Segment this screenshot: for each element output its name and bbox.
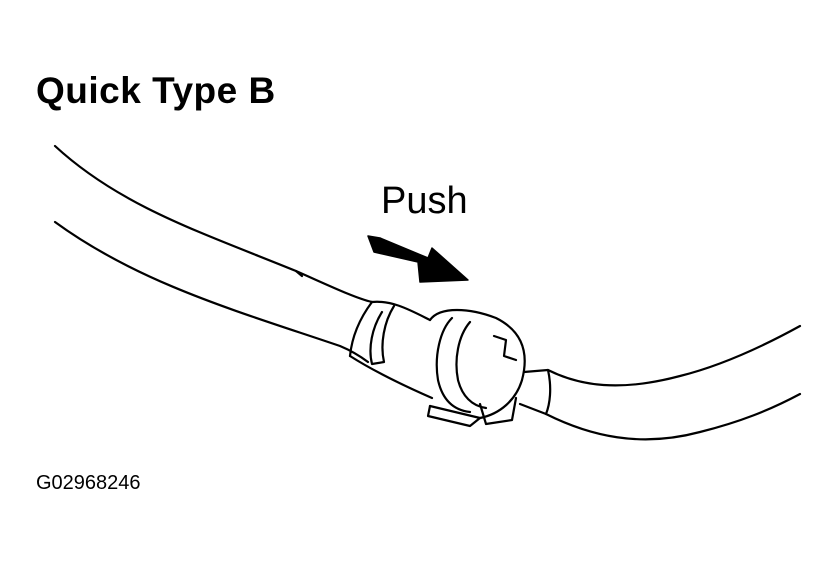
pipe-stub: [348, 300, 434, 400]
connector-body: [428, 309, 526, 420]
left-hose-bottom-edge: [53, 220, 370, 364]
hose-end-collar: [294, 269, 374, 358]
connector-latch: [426, 404, 482, 428]
left-hose-top-edge: [53, 144, 374, 304]
push-label: Push: [381, 180, 468, 222]
diagram-title: Quick Type B: [36, 70, 276, 111]
right-hose-bottom-edge: [544, 392, 802, 441]
connector-tab: [478, 334, 518, 426]
retainer-clip: [369, 304, 396, 366]
connector-front-ring: [435, 316, 472, 414]
right-nipple: [518, 368, 552, 416]
figure-id: G02968246: [36, 472, 141, 494]
connector-ring-inner: [455, 320, 488, 410]
right-hose-top-edge: [546, 324, 802, 387]
push-arrow-icon: [367, 235, 469, 283]
